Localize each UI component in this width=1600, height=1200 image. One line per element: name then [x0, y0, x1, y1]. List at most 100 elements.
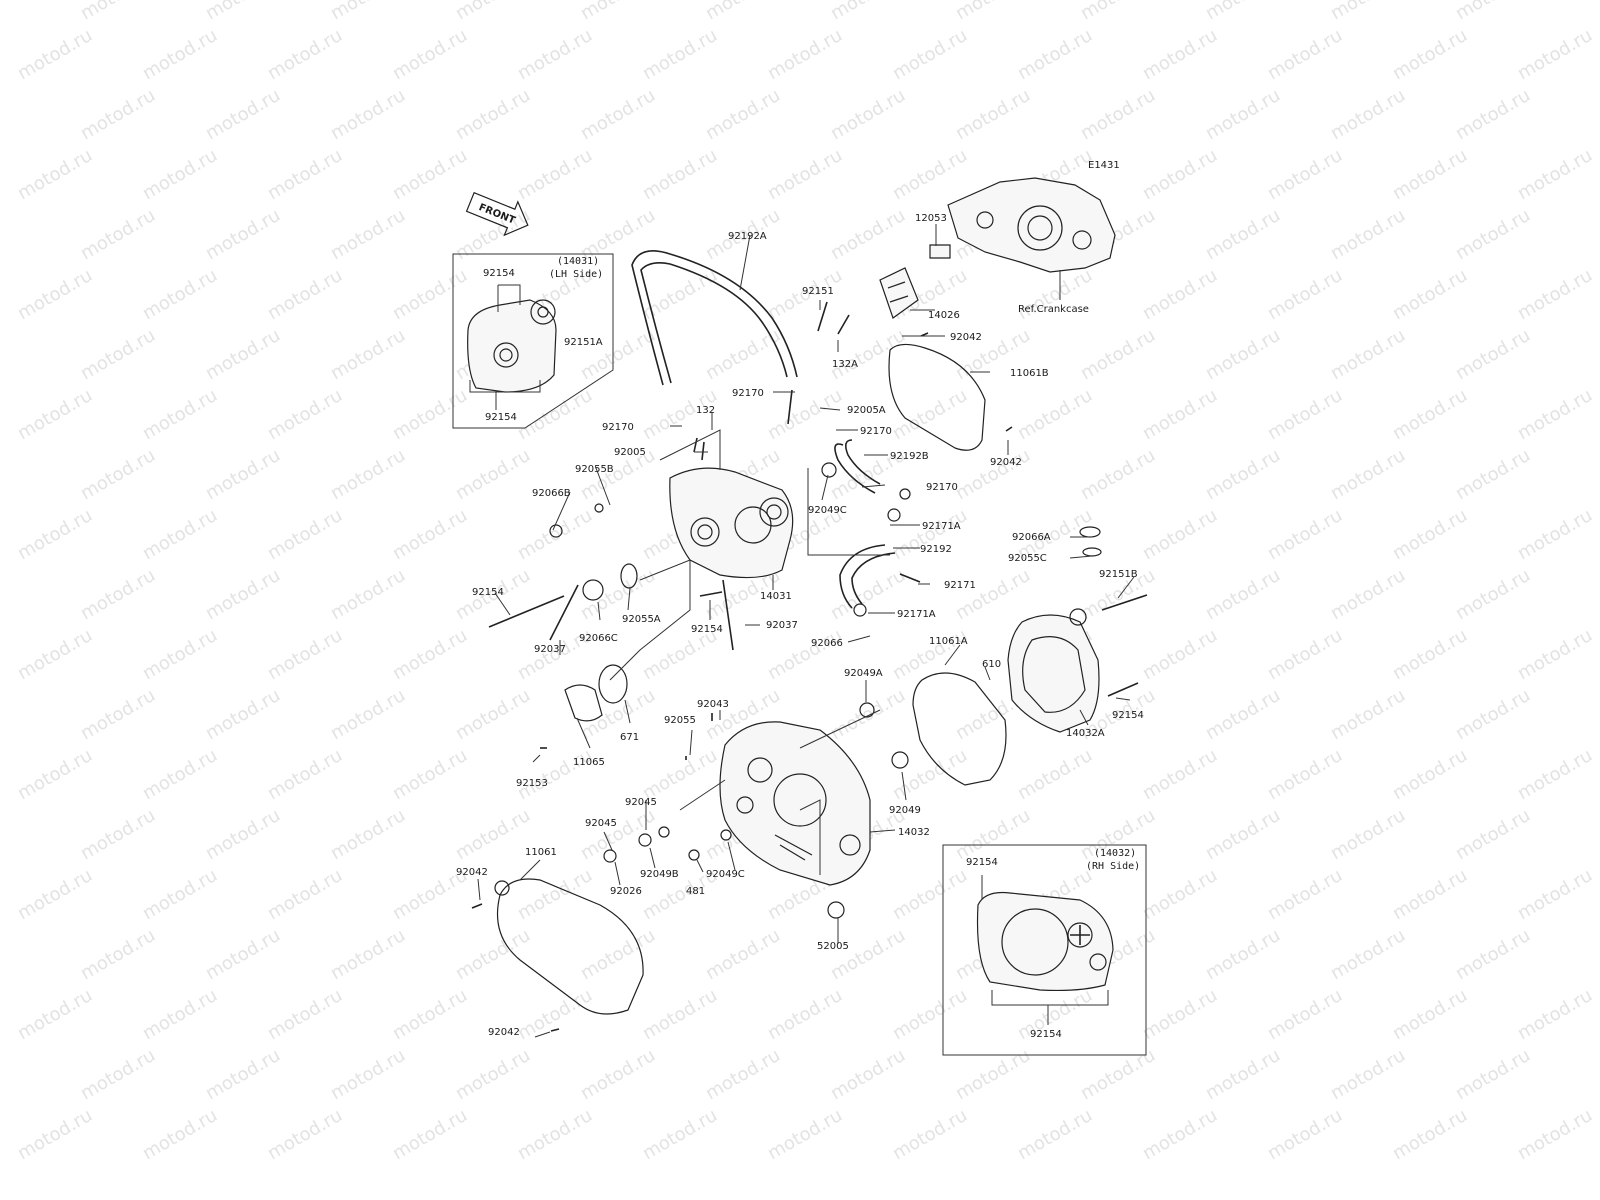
- watermark-text: motod.ru: [1077, 325, 1159, 384]
- watermark-text: motod.ru: [389, 505, 471, 564]
- watermark-text: motod.ru: [139, 25, 221, 84]
- watermark-text: motod.ru: [452, 0, 534, 24]
- callout-92154-left: 92154: [472, 587, 504, 598]
- watermark-text: motod.ru: [764, 985, 846, 1044]
- watermark-text: motod.ru: [1139, 865, 1221, 924]
- watermark-text: motod.ru: [952, 0, 1034, 24]
- watermark-text: motod.ru: [1514, 865, 1596, 924]
- oring-671: [598, 664, 628, 704]
- watermark-text: motod.ru: [1514, 25, 1596, 84]
- watermark-text: motod.ru: [389, 385, 471, 444]
- callout-132A: 132A: [832, 359, 858, 370]
- callout-92055C: 92055C: [1008, 553, 1047, 564]
- watermark-text: motod.ru: [139, 265, 221, 324]
- callout-92171: 92171: [944, 580, 976, 591]
- ref-crankcase-label: Ref.Crankcase: [1018, 304, 1089, 315]
- watermark-text: motod.ru: [514, 505, 596, 564]
- watermark-text: motod.ru: [77, 805, 159, 864]
- watermark-text: motod.ru: [514, 145, 596, 204]
- callout-92154-right: 92154: [1112, 710, 1144, 721]
- watermark-text: motod.ru: [202, 1045, 284, 1104]
- watermark-text: motod.ru: [1264, 145, 1346, 204]
- callout-11065: 11065: [573, 757, 605, 768]
- watermark-text: motod.ru: [77, 0, 159, 24]
- crankcase-reference: Ref.Crankcase: [947, 177, 1116, 315]
- watermark-text: motod.ru: [952, 1045, 1034, 1104]
- watermark-text: motod.ru: [514, 745, 596, 804]
- watermark-text: motod.ru: [202, 85, 284, 144]
- watermark-text: motod.ru: [139, 985, 221, 1044]
- watermark-text: motod.ru: [764, 1105, 846, 1164]
- callout-92170-c: 92170: [926, 482, 958, 493]
- watermark-text: motod.ru: [14, 265, 96, 324]
- callout-52005: 52005: [817, 941, 849, 952]
- watermark-text: motod.ru: [1014, 1105, 1096, 1164]
- watermark-text: motod.ru: [889, 865, 971, 924]
- callout-11061A: 11061A: [929, 636, 968, 647]
- part-14026: [879, 267, 919, 319]
- watermark-text: motod.ru: [452, 925, 534, 984]
- rh-side-inset: (14032) (RH Side) 92154 92154: [942, 844, 1147, 1056]
- watermark-text: motod.ru: [1202, 325, 1284, 384]
- watermark-text: motod.ru: [1452, 565, 1534, 624]
- watermark-text: motod.ru: [1139, 985, 1221, 1044]
- lh-inset-caption-side: (LH Side): [549, 269, 603, 280]
- rh-cover-14032: [719, 721, 871, 886]
- watermark-text: motod.ru: [577, 85, 659, 144]
- watermark-text: motod.ru: [1139, 1105, 1221, 1164]
- watermark-text: motod.ru: [452, 805, 534, 864]
- watermark-text: motod.ru: [202, 325, 284, 384]
- watermark-text: motod.ru: [264, 25, 346, 84]
- watermark-text: motod.ru: [889, 145, 971, 204]
- watermark-text: motod.ru: [264, 505, 346, 564]
- callout-92153: 92153: [516, 778, 548, 789]
- watermark-text: motod.ru: [389, 265, 471, 324]
- watermark-text: motod.ru: [1452, 85, 1534, 144]
- watermark-text: motod.ru: [1202, 445, 1284, 504]
- rh-inset-caption-code: (14032): [1094, 848, 1136, 859]
- callout-92055: 92055: [664, 715, 696, 726]
- callout-labels: 12053 14026 92151 132A 92042 11061B 9204…: [456, 213, 1144, 1038]
- watermark-text: motod.ru: [827, 205, 909, 264]
- watermark-text: motod.ru: [1452, 805, 1534, 864]
- watermark-text: motod.ru: [389, 625, 471, 684]
- gasket-11061B: [888, 343, 986, 451]
- callout-92045-lower: 92045: [585, 818, 617, 829]
- watermark-text: motod.ru: [389, 745, 471, 804]
- watermark-text: motod.ru: [1327, 685, 1409, 744]
- watermark-text: motod.ru: [952, 805, 1034, 864]
- lh-cover-14031: [669, 467, 794, 579]
- watermark-text: motod.ru: [1389, 865, 1471, 924]
- watermark-text: motod.ru: [577, 0, 659, 24]
- callout-14026: 14026: [928, 310, 960, 321]
- callout-92042-left: 92042: [456, 867, 488, 878]
- gasket-11061: [496, 878, 644, 1015]
- callout-92066: 92066: [811, 638, 843, 649]
- watermark-text: motod.ru: [1514, 385, 1596, 444]
- watermark-text: motod.ru: [577, 1045, 659, 1104]
- lh-inset-label-right: 92151A: [564, 337, 603, 348]
- watermark-text: motod.ru: [702, 1045, 784, 1104]
- callout-92049B: 92049B: [640, 869, 679, 880]
- watermark-text: motod.ru: [1077, 0, 1159, 24]
- watermark-text: motod.ru: [1014, 265, 1096, 324]
- watermark-text: motod.ru: [1327, 925, 1409, 984]
- callout-92043: 92043: [697, 699, 729, 710]
- watermark-text: motod.ru: [1264, 505, 1346, 564]
- callout-92005A: 92005A: [847, 405, 886, 416]
- watermark-text: motod.ru: [764, 625, 846, 684]
- callout-92170-b: 92170: [860, 426, 892, 437]
- callout-92192: 92192: [920, 544, 952, 555]
- watermark-text: motod.ru: [1139, 505, 1221, 564]
- watermark-text: motod.ru: [1077, 1045, 1159, 1104]
- watermark-text: motod.ru: [827, 0, 909, 24]
- watermark-text: motod.ru: [952, 445, 1034, 504]
- watermark-text: motod.ru: [514, 25, 596, 84]
- watermark-text: motod.ru: [202, 0, 284, 24]
- watermark-text: motod.ru: [264, 145, 346, 204]
- watermark-text: motod.ru: [1389, 1105, 1471, 1164]
- bolts: [471, 301, 1148, 1032]
- watermark-text: motod.ru: [702, 325, 784, 384]
- callout-92037-left: 92037: [534, 644, 566, 655]
